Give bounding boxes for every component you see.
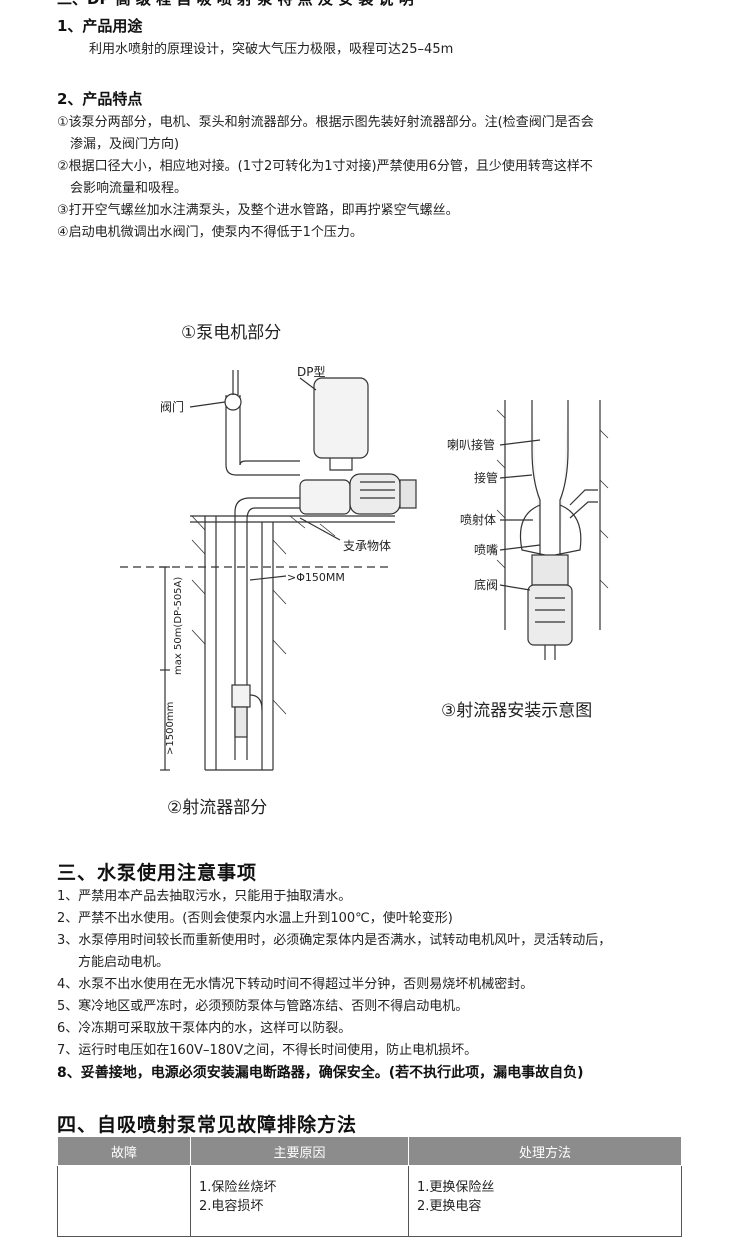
product-use-text: 利用水喷射的原理设计，突破大气压力极限，吸程可达25–45m bbox=[89, 42, 454, 57]
product-features-heading: 2、产品特点 bbox=[57, 90, 143, 108]
ejector-install-caption: ③射流器安装示意图 bbox=[441, 701, 593, 721]
nozzle-label: 喷嘴 bbox=[474, 543, 498, 557]
safety-note: 8、妥善接地，电源必须安装漏电断路器，确保安全。(若不执行此项，漏电事故自负) bbox=[57, 1065, 584, 1081]
fix-line: 1.更换保险丝 bbox=[417, 1180, 495, 1195]
cause-cell: 1.保险丝烧坏 2.电容损坏 bbox=[190, 1165, 409, 1237]
horn-pipe-label: 喇叭接管 bbox=[447, 437, 495, 452]
pressure-tank bbox=[313, 377, 369, 459]
column-header: 故障 bbox=[57, 1136, 191, 1166]
note-line: 7、运行时电压如在160V–180V之间，不得长时间使用，防止电机损坏。 bbox=[57, 1043, 478, 1058]
fault-cell bbox=[57, 1165, 191, 1237]
cause-line: 1.保险丝烧坏 bbox=[199, 1180, 277, 1195]
feature-line: ②根据口径大小，相应地对接。(1寸2可转化为1寸对接)严禁使用6分管，且少使用转… bbox=[57, 159, 593, 174]
min-depth-label: >1500mm bbox=[165, 702, 176, 755]
pump-head bbox=[299, 479, 351, 515]
note-line: 2、严禁不出水使用。(否则会使泵内水温上升到100℃，使叶轮变形) bbox=[57, 911, 453, 926]
note-line: 6、冷冻期可采取放干泵体内的水，这样可以防裂。 bbox=[57, 1021, 352, 1036]
jet-body-label: 喷射体 bbox=[460, 512, 496, 527]
motor-body bbox=[349, 473, 401, 515]
valve-label: 阀门 bbox=[160, 399, 184, 414]
table-row: 1.保险丝烧坏 2.电容损坏 1.更换保险丝 2.更换电容 bbox=[57, 1165, 682, 1237]
fix-cell: 1.更换保险丝 2.更换电容 bbox=[408, 1165, 682, 1237]
foot-valve bbox=[527, 584, 573, 646]
note-line: 4、水泵不出水使用在无水情况下转动时间不得超过半分钟，否则易烧坏机械密封。 bbox=[57, 977, 534, 992]
note-line: 5、寒冷地区或严冻时，必须预防泵体与管路冻结、否则不得启动电机。 bbox=[57, 999, 469, 1014]
troubleshooting-table: 故障 主要原因 处理方法 1.保险丝烧坏 2.电容损坏 1.更换保险丝 2.更换… bbox=[57, 1136, 682, 1237]
column-header: 处理方法 bbox=[408, 1136, 682, 1166]
feature-line: 会影响流量和吸程。 bbox=[70, 181, 188, 196]
installation-diagram: DP型 阀门 支承物体 >Φ150MM max 50m(DP-505A) >15… bbox=[120, 365, 609, 771]
note-line: 1、严禁用本产品去抽取污水，只能用于抽取清水。 bbox=[57, 889, 352, 904]
feature-line: ③打开空气螺丝加水注满泵头，及整个进水管路，即再拧紧空气螺丝。 bbox=[57, 203, 459, 218]
foot-valve-label: 底阀 bbox=[474, 577, 498, 592]
feature-line: ①该泵分两部分，电机、泵头和射流器部分。根据示图先装好射流器部分。注(检查阀门是… bbox=[57, 115, 594, 130]
usage-notes-heading: 三、水泵使用注意事项 bbox=[57, 862, 258, 884]
note-line: 方能启动电机。 bbox=[78, 955, 170, 970]
fix-line: 2.更换电容 bbox=[417, 1199, 482, 1214]
section-2-title-fragment: 二、DP 高 级 程 自 吸 喷 射 泵 特 点 及 安 装 说 明 bbox=[57, 0, 414, 9]
pipe-label: 接管 bbox=[474, 470, 498, 485]
column-header: 主要原因 bbox=[190, 1136, 409, 1166]
max-depth-label: max 50m(DP-505A) bbox=[173, 577, 184, 675]
feature-line: 渗漏，及阀门方向) bbox=[70, 137, 180, 152]
diameter-label: >Φ150MM bbox=[287, 571, 345, 584]
feature-line: ④启动电机微调出水阀门，使泵内不得低于1个压力。 bbox=[57, 225, 363, 240]
valve-icon bbox=[224, 393, 242, 411]
usage-notes-list: 1、严禁用本产品去抽取污水，只能用于抽取清水。 2、严禁不出水使用。(否则会使泵… bbox=[57, 886, 707, 1084]
jet-body bbox=[531, 554, 569, 586]
ejector-caption: ②射流器部分 bbox=[167, 798, 268, 818]
cause-line: 2.电容损坏 bbox=[199, 1199, 264, 1214]
troubleshooting-heading: 四、自吸喷射泵常见故障排除方法 bbox=[57, 1114, 358, 1136]
support-label: 支承物体 bbox=[343, 539, 391, 553]
dp-type-label: DP型 bbox=[297, 365, 325, 379]
product-features-list: ①该泵分两部分，电机、泵头和射流器部分。根据示图先装好射流器部分。注(检查阀门是… bbox=[57, 112, 697, 244]
product-use-heading: 1、产品用途 bbox=[57, 17, 143, 35]
note-line: 3、水泵停用时间较长而重新使用时，必须确定泵体内是否满水，试转动电机风叶，灵活转… bbox=[57, 933, 612, 948]
pump-motor-caption: ①泵电机部分 bbox=[181, 323, 282, 343]
